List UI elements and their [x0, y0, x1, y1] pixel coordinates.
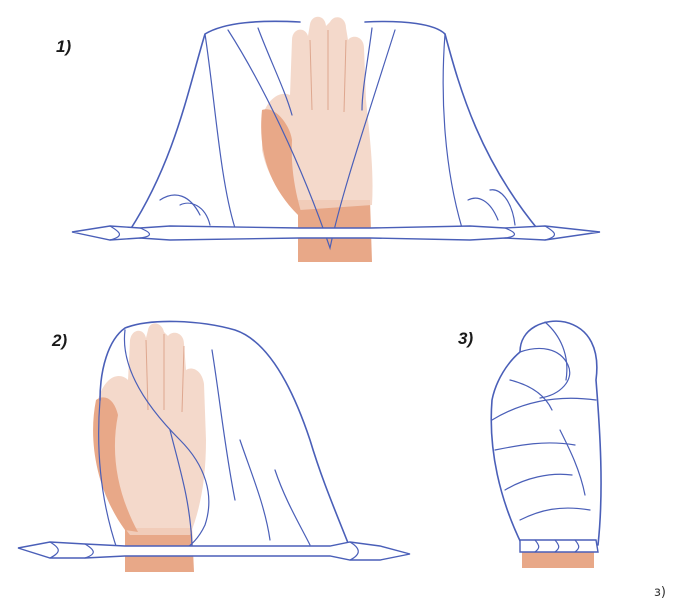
step-3-bundle [491, 321, 601, 545]
step-1-rope [72, 226, 600, 240]
figure-corner-label: з) [654, 585, 666, 600]
step-2-figure [18, 321, 410, 572]
step-1-label: 1) [56, 37, 71, 56]
step-1-fold-line [490, 190, 515, 225]
step-2-label: 2) [51, 331, 67, 350]
step-1-fold-line [205, 34, 235, 228]
step-1-fold-line [468, 198, 498, 220]
step-2-rope [18, 542, 410, 560]
step-1-cloth-right [365, 22, 540, 233]
step-3-label: 3) [458, 329, 473, 348]
step-2-fold-line [240, 440, 270, 540]
step-2-fold-line [212, 350, 235, 500]
step-2-fold-line [275, 470, 310, 545]
step-3-figure [491, 321, 601, 568]
step-1-figure [72, 17, 600, 262]
